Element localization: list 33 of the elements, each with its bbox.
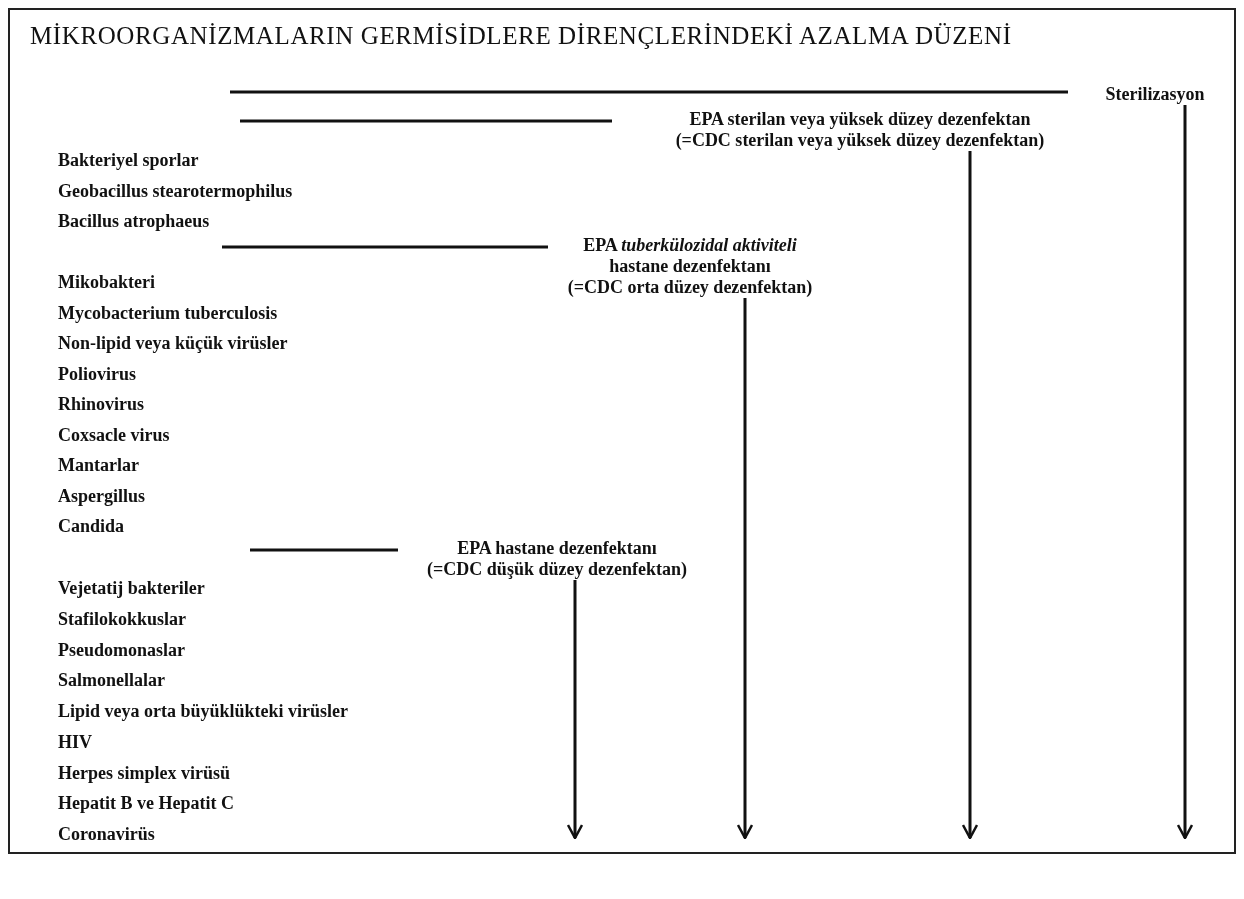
disinfection-level-label: (=CDC orta düzey dezenfektan) [566,277,814,298]
organism-name: Vejetatij bakteriler [58,578,205,599]
organism-name: Mantarlar [58,455,139,476]
organism-name: Hepatit B ve Hepatit C [58,793,234,815]
organism-name: Lipid veya orta büyüklükteki virüsler [58,701,349,722]
arrow [1176,105,1194,840]
organism-name: Bakteriyel sporlar [58,150,199,171]
organism-name: Herpes simplex virüsü [58,762,230,784]
organism-name: Pseudomonaslar [58,639,185,661]
organism-name: Candida [58,516,125,537]
organism-name: Salmonellalar [58,670,165,692]
organism-name: Rhinovirus [58,394,145,415]
diagram-title: MİKROORGANİZMALARIN GERMİSİDLERE DİRENÇLERİNDEKİ AZALMA DÜZENİ [30,22,1012,50]
organism-name: Non-lipid veya küçük virüsler [58,333,288,354]
disinfection-level-label: EPA hastane dezenfektanı [456,538,658,559]
arrow [566,580,584,840]
arrow [961,151,979,840]
disinfection-level-label: (=CDC düşük düzey dezenfektan) [426,559,688,580]
organism-name: Stafilokokkuslar [58,608,187,630]
organism-name: Poliovirus [58,363,136,385]
arrow [736,298,754,840]
disinfection-level-label: Sterilizasyon [1104,84,1206,105]
organism-name: Mikobakteri [58,272,155,293]
organism-name: Coxsacle virus [58,424,170,446]
disinfection-level-label: EPA sterilan veya yüksek düzey dezenfektan [688,109,1032,130]
organism-name: Geobacillus stearotermophilus [58,180,293,202]
disinfection-level-label: (=CDC sterilan veya yüksek düzey dezenfektan) [674,130,1046,151]
organism-name: Coronavirüs [58,824,155,845]
organism-name: Aspergillus [58,485,145,507]
organism-name: Mycobacterium tuberculosis [58,302,278,324]
organism-name: HIV [58,731,92,753]
disinfection-level-label: EPA tuberkülozidal aktiviteli hastane dezenfektanı [582,235,798,277]
organism-name: Bacillus atrophaeus [58,211,210,233]
